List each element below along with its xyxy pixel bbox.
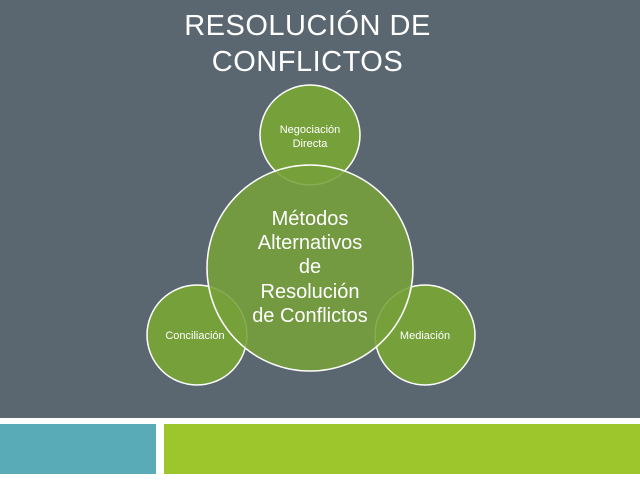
center-circle <box>206 164 414 372</box>
node-negociacion: Negociación Directa <box>259 84 361 186</box>
methods-diagram: Negociación Directa Conciliación Mediaci… <box>146 84 476 386</box>
footer-bar-green <box>164 424 640 474</box>
center-node: Métodos Alternativos de Resolución de Co… <box>206 164 414 372</box>
center-label-line2: Alternativos <box>258 232 363 254</box>
center-label-line3: de <box>299 256 321 278</box>
footer-bar-teal <box>0 424 156 474</box>
slide-background: RESOLUCIÓN DE CONFLICTOS Negociación Dir… <box>0 0 640 418</box>
node-label-mediacion: Mediación <box>400 330 450 342</box>
slide-title: RESOLUCIÓN DE CONFLICTOS <box>184 10 431 78</box>
node-label-negociacion-line2: Directa <box>293 138 329 150</box>
node-label-negociacion-line1: Negociación <box>280 124 341 136</box>
node-label-conciliacion: Conciliación <box>165 330 224 342</box>
center-label-line5: de Conflictos <box>252 305 368 327</box>
center-label-line4: Resolución <box>261 281 360 303</box>
center-label-line1: Métodos <box>272 208 349 230</box>
